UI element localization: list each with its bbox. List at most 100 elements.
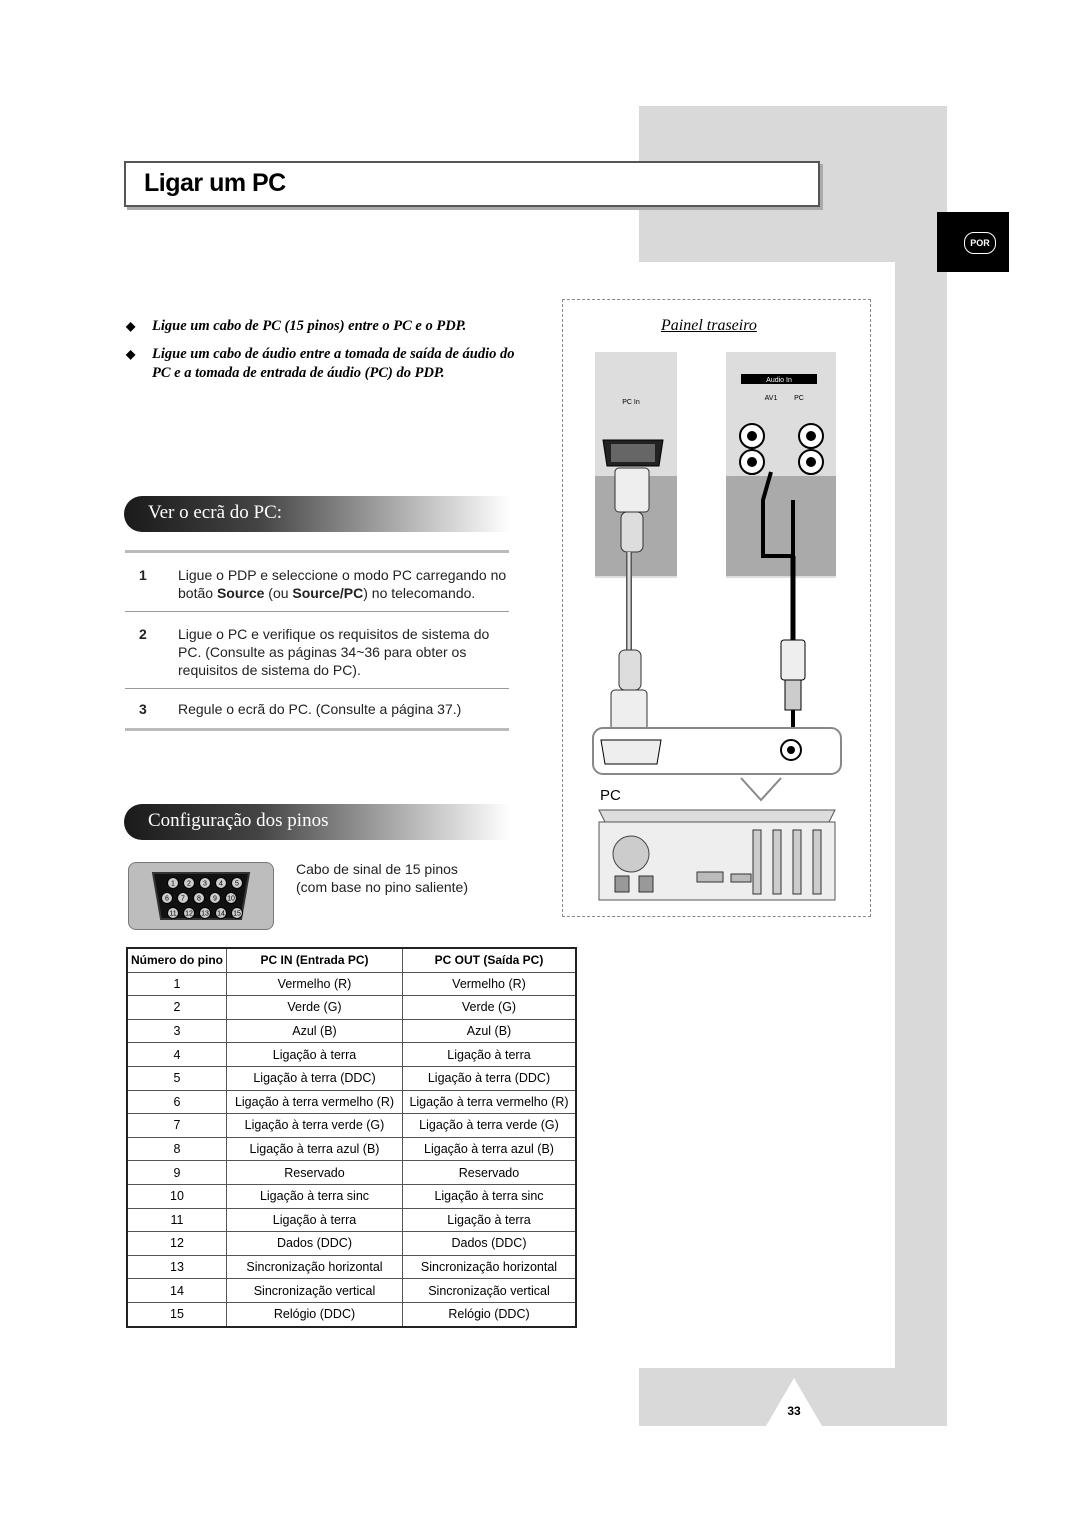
- divider: [125, 688, 509, 689]
- table-cell: Dados (DDC): [226, 1231, 403, 1256]
- table-cell: Sincronização horizontal: [402, 1254, 577, 1280]
- pin-number: 12: [185, 911, 193, 918]
- page-title: Ligar um PC: [144, 169, 286, 197]
- table-cell: Reservado: [226, 1160, 403, 1185]
- table-cell: Verde (G): [226, 995, 403, 1020]
- pin-circle: [231, 907, 243, 919]
- pin-number: 8: [197, 896, 201, 903]
- table-cell: 5: [126, 1065, 227, 1091]
- diamond-bullet-icon: ◆: [126, 319, 136, 333]
- column-header: Número do pino: [126, 947, 227, 973]
- side-band: [895, 106, 947, 1426]
- step-text: Regule o ecrã do PC. (Consulte a página …: [178, 701, 462, 717]
- step-text: Ligue o PC e verifique os requisitos de …: [178, 626, 490, 678]
- table-cell: Relógio (DDC): [402, 1301, 577, 1328]
- table-cell: Ligação à terra vermelho (R): [226, 1089, 403, 1115]
- table-cell: Vermelho (R): [402, 971, 577, 997]
- table-cell: 11: [126, 1207, 227, 1233]
- table-cell: Ligação à terra: [226, 1042, 403, 1067]
- table-cell: Ligação à terra azul (B): [402, 1136, 577, 1162]
- pin-circle: [183, 907, 195, 919]
- step-item: 2 Ligue o PC e verifique os requisitos d…: [125, 625, 509, 683]
- pc-in-label: PC In: [622, 399, 640, 406]
- table-cell: Ligação à terra (DDC): [402, 1065, 577, 1091]
- pin-number: 6: [165, 896, 169, 903]
- section-heading: Configuração dos pinos: [148, 810, 329, 831]
- pin-number: 11: [169, 911, 176, 918]
- pin-circle: [183, 877, 195, 889]
- pin-circle: [167, 907, 179, 919]
- divider: [125, 611, 509, 612]
- table-cell: Azul (B): [226, 1018, 403, 1044]
- connector-caption: Cabo de sinal de 15 pinos (com base no p…: [296, 860, 468, 896]
- pin-number: 5: [235, 881, 239, 888]
- table-cell: Sincronização horizontal: [226, 1254, 403, 1280]
- table-cell: 12: [126, 1231, 227, 1256]
- pin-number: 3: [203, 881, 207, 888]
- pin-number: 14: [217, 911, 225, 918]
- pin-circle: [199, 907, 211, 919]
- table-cell: 6: [126, 1089, 227, 1115]
- section-heading-bar: Ver o ecrã do PC:: [124, 496, 510, 532]
- step-number: 3: [139, 701, 147, 717]
- pin-number: 9: [213, 896, 217, 903]
- column-header: PC OUT (Saída PC): [402, 947, 577, 973]
- bullet-text: Ligue um cabo de PC (15 pinos) entre o P…: [152, 318, 467, 334]
- step-item: 1 Ligue o PDP e seleccione o modo PC car…: [125, 566, 509, 606]
- diamond-bullet-icon: ◆: [126, 347, 136, 361]
- pin-circle: [177, 892, 189, 904]
- table-cell: Ligação à terra vermelho (R): [402, 1089, 577, 1115]
- steps-list: 1 Ligue o PDP e seleccione o modo PC car…: [125, 550, 509, 731]
- page-title-box: Ligar um PC: [124, 161, 820, 207]
- language-tab: POR: [937, 212, 1009, 272]
- caption-line: Cabo de sinal de 15 pinos: [296, 861, 458, 877]
- table-cell: 14: [126, 1278, 227, 1303]
- table-cell: 9: [126, 1160, 227, 1185]
- table-cell: Verde (G): [402, 995, 577, 1020]
- table-cell: 13: [126, 1254, 227, 1280]
- pin-number: 7: [181, 896, 185, 903]
- step-number: 2: [139, 626, 147, 642]
- pc-audio-label: PC: [794, 395, 804, 402]
- caption-line: (com base no pino saliente): [296, 879, 468, 895]
- diagram-title: Painel traseiro: [661, 317, 757, 334]
- section-heading-bar: Configuração dos pinos: [124, 804, 510, 840]
- bullet-text: Ligue um cabo de áudio entre a tomada de…: [152, 346, 515, 381]
- pc-label: PC: [600, 787, 621, 804]
- table-cell: Ligação à terra azul (B): [226, 1136, 403, 1162]
- pin-circle: [199, 877, 211, 889]
- step-number: 1: [139, 567, 147, 583]
- table-cell: 1: [126, 971, 227, 997]
- table-cell: 3: [126, 1018, 227, 1044]
- table-cell: Azul (B): [402, 1018, 577, 1044]
- pin-circle: [231, 877, 243, 889]
- av1-label: AV1: [765, 395, 778, 402]
- pin-circle: [215, 877, 227, 889]
- page-number-triangle: [766, 1378, 822, 1426]
- pin-circle: [161, 892, 173, 904]
- divider: [125, 728, 509, 731]
- table-cell: Ligação à terra (DDC): [226, 1065, 403, 1091]
- table-cell: 7: [126, 1113, 227, 1138]
- rear-panel-diagram: Painel traseiro PC In Audio In AV1 PC: [562, 299, 871, 917]
- table-cell: 2: [126, 995, 227, 1020]
- table-cell: Ligação à terra verde (G): [402, 1113, 577, 1138]
- table-cell: Sincronização vertical: [402, 1278, 577, 1303]
- bullet-item: ◆ Ligue um cabo de PC (15 pinos) entre o…: [126, 317, 536, 337]
- table-cell: Ligação à terra verde (G): [226, 1113, 403, 1138]
- table-cell: Vermelho (R): [226, 971, 403, 997]
- table-cell: 10: [126, 1183, 227, 1209]
- table-cell: Relógio (DDC): [226, 1301, 403, 1328]
- table-header-row: Número do pino PC IN (Entrada PC) PC OUT…: [126, 947, 577, 973]
- divider: [125, 550, 509, 553]
